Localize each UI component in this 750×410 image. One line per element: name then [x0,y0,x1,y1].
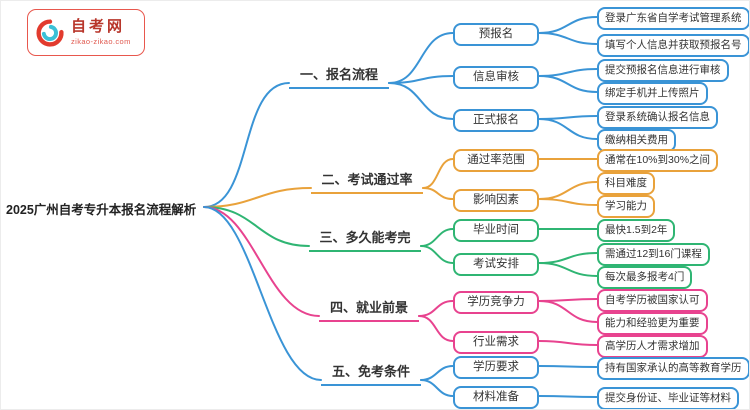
leaf-node: 高学历人才需求增加 [597,335,708,358]
site-logo-text: 自考网 zikao-zikao.com [71,19,131,46]
sub-node-formal-signup: 正式报名 [453,109,539,132]
leaf-node: 每次最多报考4门 [597,266,693,289]
sub-node-factors: 影响因素 [453,189,539,212]
sub-node-pass-rate-range: 通过率范围 [453,149,539,172]
sub-node-edu-requirement: 学历要求 [453,356,539,379]
leaf-node: 填写个人信息并获取预报名号 [597,34,749,57]
leaf-node: 需通过12到16门课程 [597,243,710,266]
sub-node-exam-schedule: 考试安排 [453,253,539,276]
leaf-node: 最快1.5到2年 [597,219,676,242]
sub-node-graduation-time: 毕业时间 [453,219,539,242]
leaf-node: 学习能力 [597,195,655,218]
leaf-node: 缴纳相关费用 [597,129,676,152]
site-logo: 自考网 zikao-zikao.com [27,9,145,56]
branch-node-4: 四、就业前景 [319,295,419,322]
branch-node-2: 二、考试通过率 [311,167,423,194]
branch-node-5: 五、免考条件 [321,359,421,386]
branch-node-3: 三、多久能考完 [309,225,421,252]
leaf-node: 能力和经验更为重要 [597,312,708,335]
site-url: zikao-zikao.com [71,36,131,46]
sub-node-materials: 材料准备 [453,386,539,409]
root-node: 2025广州自考专升本报名流程解析 [6,203,197,217]
site-name: 自考网 [71,18,126,36]
leaf-node: 提交预报名信息进行审核 [597,59,729,82]
sub-node-info-review: 信息审核 [453,66,539,89]
sub-node-industry-demand: 行业需求 [453,331,539,354]
branch-4-links [203,206,598,346]
zikao-logo-icon [36,18,64,47]
branch-3-links [203,206,598,277]
branch-node-1: 一、报名流程 [289,62,389,89]
branch-5-links [203,206,598,398]
sub-node-preregistration: 预报名 [453,23,539,46]
branch-2-links [203,158,598,208]
branch-1-links [203,16,598,208]
leaf-node: 提交身份证、毕业证等材料 [597,387,739,409]
leaf-node: 通常在10%到30%之间 [597,149,719,172]
leaf-node: 登录广东省自学考试管理系统 [597,7,749,30]
leaf-node: 绑定手机并上传照片 [597,82,708,105]
leaf-node: 登录系统确认报名信息 [597,106,718,129]
leaf-node: 自考学历被国家认可 [597,289,708,312]
sub-node-competitiveness: 学历竞争力 [453,291,539,314]
leaf-node: 科目难度 [597,172,655,195]
leaf-node: 持有国家承认的高等教育学历 [597,357,749,380]
